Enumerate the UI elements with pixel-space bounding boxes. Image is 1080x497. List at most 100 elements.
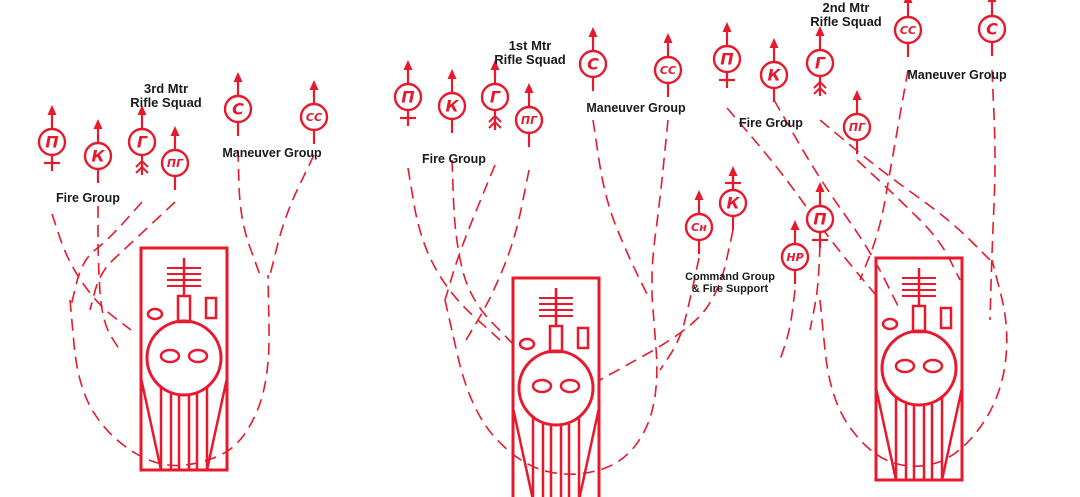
maneuver-group-label-1st: Maneuver Group bbox=[586, 101, 686, 115]
squad-1st-s-symbol: С bbox=[578, 27, 608, 91]
command-p-symbol: П bbox=[805, 182, 835, 248]
movement-path-3rd bbox=[269, 154, 315, 276]
movement-path-2nd bbox=[856, 159, 961, 281]
movement-path-3rd bbox=[97, 206, 122, 353]
direction-arrow-head bbox=[790, 220, 800, 230]
direction-arrow-head bbox=[233, 72, 243, 82]
squad-3rd-s-symbol: С bbox=[223, 72, 253, 136]
soldier-role-label: П bbox=[813, 210, 827, 229]
movement-path-1st bbox=[444, 295, 658, 475]
soldier-role-label: Сн bbox=[691, 221, 707, 234]
movement-path-2nd bbox=[726, 107, 881, 301]
maneuver-group-label-2nd: Maneuver Group bbox=[907, 68, 1007, 82]
fire-group-label-2nd: Fire Group bbox=[739, 116, 803, 130]
grenade-launcher-fork bbox=[488, 114, 502, 123]
squad-1st-k-symbol: К bbox=[437, 69, 467, 133]
bmp-vehicle-2nd-squad bbox=[874, 256, 964, 482]
soldier-role-label: К bbox=[445, 97, 459, 116]
command-group-label: Command Group& Fire Support bbox=[685, 271, 775, 295]
fire-group-label-1st: Fire Group bbox=[422, 152, 486, 166]
movement-path-command bbox=[809, 244, 821, 331]
vehicles bbox=[139, 246, 964, 497]
soldier-role-label: К bbox=[726, 194, 740, 213]
grenade-launcher-fork bbox=[813, 80, 827, 89]
soldier-role-label: Г bbox=[137, 133, 148, 152]
direction-arrow-head bbox=[93, 119, 103, 129]
movement-path-2nd bbox=[819, 259, 1008, 468]
command-sn-symbol: Сн bbox=[684, 190, 714, 254]
squad-2nd-g-symbol: Г bbox=[805, 26, 835, 96]
soldier-role-label: С bbox=[587, 55, 599, 74]
movement-path-1st bbox=[651, 119, 669, 296]
movement-path-command bbox=[779, 289, 796, 361]
squad-3rd-k-symbol: К bbox=[83, 119, 113, 183]
soldier-role-label: Г bbox=[490, 88, 501, 107]
soldier-role-label: П bbox=[401, 88, 415, 107]
direction-arrow-head bbox=[170, 126, 180, 136]
soldier-role-label: НР bbox=[786, 251, 803, 264]
movement-path-command bbox=[599, 229, 734, 381]
squad-2nd-p-symbol: П bbox=[712, 22, 742, 88]
direction-arrow-head bbox=[815, 182, 825, 192]
direction-arrow-head bbox=[987, 0, 997, 2]
direction-arrow-head bbox=[903, 0, 913, 3]
squad-2nd-s-symbol: С bbox=[977, 0, 1007, 56]
direction-arrow-head bbox=[852, 90, 862, 100]
soldier-role-label: С bbox=[986, 20, 998, 39]
direction-arrow-head bbox=[403, 60, 413, 70]
soldier-role-label: Г bbox=[815, 54, 826, 73]
movement-path-1st bbox=[465, 169, 530, 341]
direction-arrow-head bbox=[769, 38, 779, 48]
movement-path-2nd bbox=[773, 99, 901, 311]
movement-path-3rd bbox=[89, 201, 176, 311]
soldier-role-label: С bbox=[232, 100, 244, 119]
maneuver-group-label-3rd: Maneuver Group bbox=[222, 146, 322, 160]
movement-path-1st bbox=[444, 164, 496, 301]
soldier-role-label: ПГ bbox=[167, 157, 184, 170]
movement-path-2nd bbox=[859, 69, 909, 281]
soldier-role-label: К bbox=[767, 66, 781, 85]
movement-path-3rd bbox=[69, 201, 143, 311]
squad-1st-p-symbol: П bbox=[393, 60, 423, 126]
movement-path-2nd bbox=[989, 69, 996, 321]
soldier-role-label: ПГ bbox=[849, 121, 866, 134]
grenade-launcher-fork bbox=[813, 86, 827, 95]
squad-2nd-ss-symbol: СС bbox=[893, 0, 923, 57]
direction-arrow-head bbox=[722, 22, 732, 32]
direction-arrow-head bbox=[694, 190, 704, 200]
grenade-launcher-fork bbox=[135, 165, 149, 174]
soldier-role-label: СС bbox=[306, 111, 322, 124]
direction-arrow-head bbox=[309, 80, 319, 90]
bmp-vehicle-1st-squad bbox=[511, 276, 601, 497]
bmp-vehicle-3rd-squad bbox=[139, 246, 229, 472]
direction-arrow-head bbox=[490, 60, 500, 70]
direction-arrow-head bbox=[728, 166, 738, 176]
soldier-role-label: П bbox=[720, 50, 734, 69]
direction-arrow-head bbox=[588, 27, 598, 37]
command-k-symbol: К bbox=[718, 166, 748, 230]
squad-2nd-k-symbol: К bbox=[759, 38, 789, 102]
movement-path-3rd bbox=[51, 213, 132, 331]
direction-arrow-head bbox=[137, 105, 147, 115]
movement-path-1st bbox=[451, 159, 516, 347]
direction-arrow-head bbox=[524, 83, 534, 93]
movement-path-3rd bbox=[237, 149, 261, 276]
squad-3rd-p-symbol: П bbox=[37, 105, 67, 171]
squad-2nd-pg-symbol: ПГ bbox=[842, 90, 872, 154]
squad-1st-g-symbol: Г bbox=[480, 60, 510, 130]
soldier-role-label: П bbox=[45, 133, 59, 152]
grenade-launcher-fork bbox=[135, 159, 149, 168]
grenade-launcher-fork bbox=[488, 120, 502, 129]
movement-path-1st bbox=[407, 167, 501, 341]
squad-3rd-pg-symbol: ПГ bbox=[160, 126, 190, 190]
fire-group-label-3rd: Fire Group bbox=[56, 191, 120, 205]
direction-arrow-head bbox=[815, 26, 825, 36]
soldier-role-label: СС bbox=[900, 24, 916, 37]
direction-arrow-head bbox=[47, 105, 57, 115]
soldier-role-label: ПГ bbox=[521, 114, 538, 127]
